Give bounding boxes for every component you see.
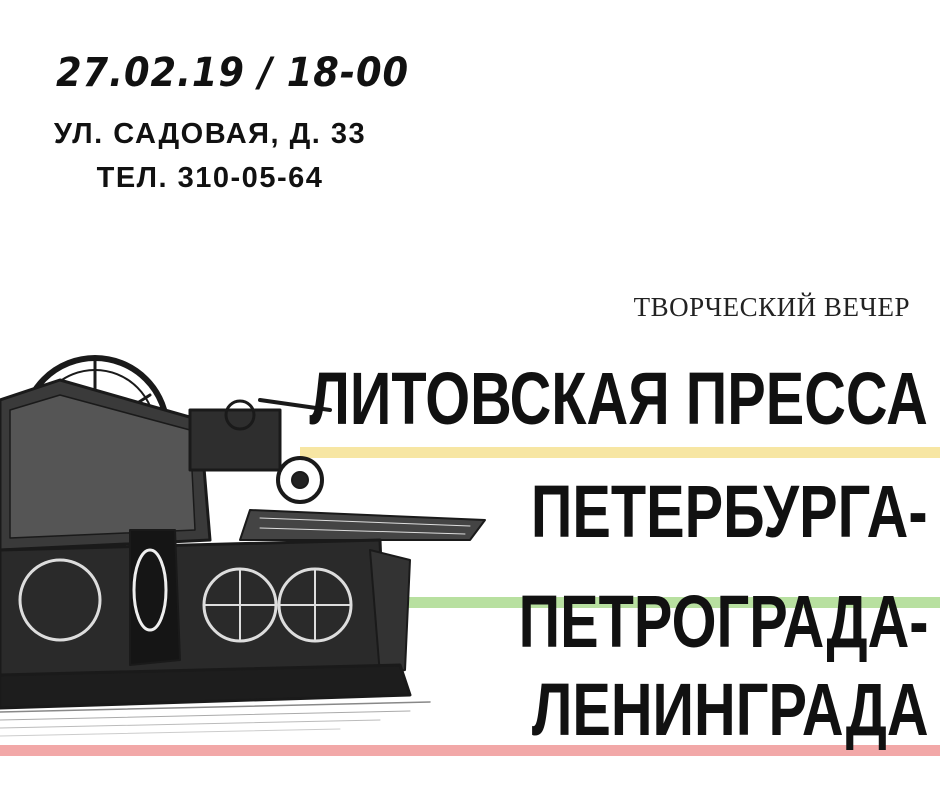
event-phone: ТЕЛ. 310-05-64 [96, 162, 324, 194]
title-line-4: ЛЕНИНГРАДА [531, 668, 928, 751]
event-date-time: 27.02.19 / 18-00 [56, 50, 410, 96]
title-line-3: ПЕТРОГРАДА- [518, 580, 928, 663]
event-address: УЛ. САДОВАЯ, Д. 33 [53, 118, 367, 150]
title-line-2: ПЕТЕРБУРГА- [531, 470, 928, 553]
pink-stripe [0, 745, 940, 756]
printing-press-icon [0, 355, 486, 737]
green-stripe [370, 597, 940, 608]
event-subtitle: ТВОРЧЕСКИЙ ВЕЧЕР [633, 292, 910, 322]
title-line-1: ЛИТОВСКАЯ ПРЕССА [309, 357, 928, 440]
yellow-stripe [300, 447, 940, 458]
